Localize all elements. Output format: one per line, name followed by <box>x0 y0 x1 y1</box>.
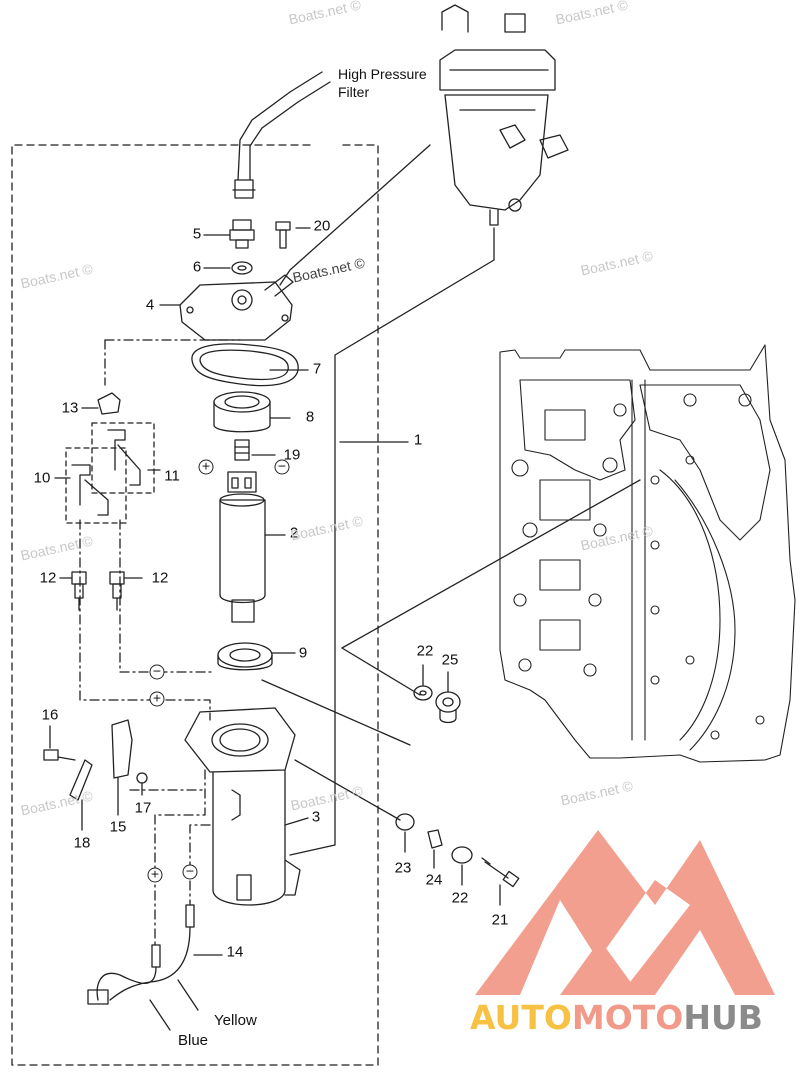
part-25-grommet <box>435 691 461 724</box>
part-2-fuel-pump <box>219 471 266 623</box>
callout-22-upper: 22 <box>416 642 434 660</box>
callout-24: 24 <box>425 871 443 889</box>
part-19-grommet <box>234 439 250 461</box>
callout-8: 8 <box>305 408 315 426</box>
part-3-pump-housing <box>184 707 301 906</box>
callout-12-left: 12 <box>39 569 57 587</box>
polarity-plus-harness: + <box>147 867 163 883</box>
engine-block <box>499 344 796 763</box>
polarity-minus-pump: − <box>274 459 290 475</box>
part-17-washer <box>136 772 148 784</box>
polarity-plus-pump: + <box>198 459 214 475</box>
part-12-connector-right <box>109 571 125 599</box>
high-pressure-hose <box>237 71 331 181</box>
callout-18: 18 <box>73 834 91 852</box>
callout-3: 3 <box>311 808 321 826</box>
callout-15: 15 <box>109 818 127 836</box>
part-20-bolt <box>275 221 291 249</box>
callout-12-right: 12 <box>151 569 169 587</box>
callout-13: 13 <box>61 399 79 417</box>
callout-19: 19 <box>283 446 301 464</box>
callout-6: 6 <box>192 258 202 276</box>
callout-4: 4 <box>145 296 155 314</box>
callout-20: 20 <box>313 217 331 235</box>
polarity-plus-wire: + <box>149 691 165 707</box>
yellow-wire-label: Yellow <box>214 1012 257 1029</box>
callout-7: 7 <box>312 360 322 378</box>
callout-10: 10 <box>33 469 51 487</box>
logo-hub: HUB <box>683 998 763 1037</box>
part-22-washer-lower <box>451 846 473 864</box>
callout-25: 25 <box>441 651 459 669</box>
automotohub-logo-text: AUTOMOTOHUB <box>470 998 763 1037</box>
logo-auto: AUTO <box>470 998 572 1037</box>
blue-wire-label: Blue <box>178 1032 209 1049</box>
callout-23: 23 <box>394 859 412 877</box>
part-21-bolt <box>481 857 520 888</box>
polarity-minus-harness: − <box>182 864 198 880</box>
callout-11: 11 <box>164 467 180 485</box>
part-24-collar <box>427 829 443 849</box>
part-9-seal <box>217 642 273 668</box>
part-11-group <box>91 422 155 494</box>
callout-21: 21 <box>491 911 509 929</box>
part-8-retaining-nut <box>213 391 271 433</box>
callout-17: 17 <box>134 799 152 817</box>
part-12-connector-left <box>71 571 87 599</box>
callout-22-lower: 22 <box>451 889 469 907</box>
part-5-fitting <box>229 219 255 249</box>
part-13-cap <box>97 392 121 415</box>
polarity-minus-wire: − <box>149 664 165 680</box>
callout-16: 16 <box>41 706 59 724</box>
part-23-bush <box>395 813 415 831</box>
part-6-washer <box>231 261 253 275</box>
filter-label: Filter <box>338 84 370 100</box>
callout-14: 14 <box>226 943 244 961</box>
high-pressure-label: High Pressure <box>338 66 427 82</box>
automotohub-logo-mark <box>475 830 775 995</box>
assembly-boundary <box>11 144 379 1066</box>
callout-2: 2 <box>289 524 299 542</box>
part-15-clamp <box>111 719 133 779</box>
part-10-group <box>65 447 127 524</box>
callout-9: 9 <box>298 644 308 662</box>
part-18-strap <box>69 759 93 801</box>
logo-moto: MOTO <box>571 998 684 1037</box>
part-22-washer-upper <box>413 685 433 701</box>
callout-1: 1 <box>413 431 423 449</box>
high-pressure-filter <box>439 4 569 226</box>
part-4-cover <box>179 274 294 341</box>
part-14-wire-harness <box>87 904 199 1031</box>
hose-fitting <box>234 179 254 199</box>
callout-5: 5 <box>192 225 202 243</box>
part-16-bolt <box>43 749 76 761</box>
